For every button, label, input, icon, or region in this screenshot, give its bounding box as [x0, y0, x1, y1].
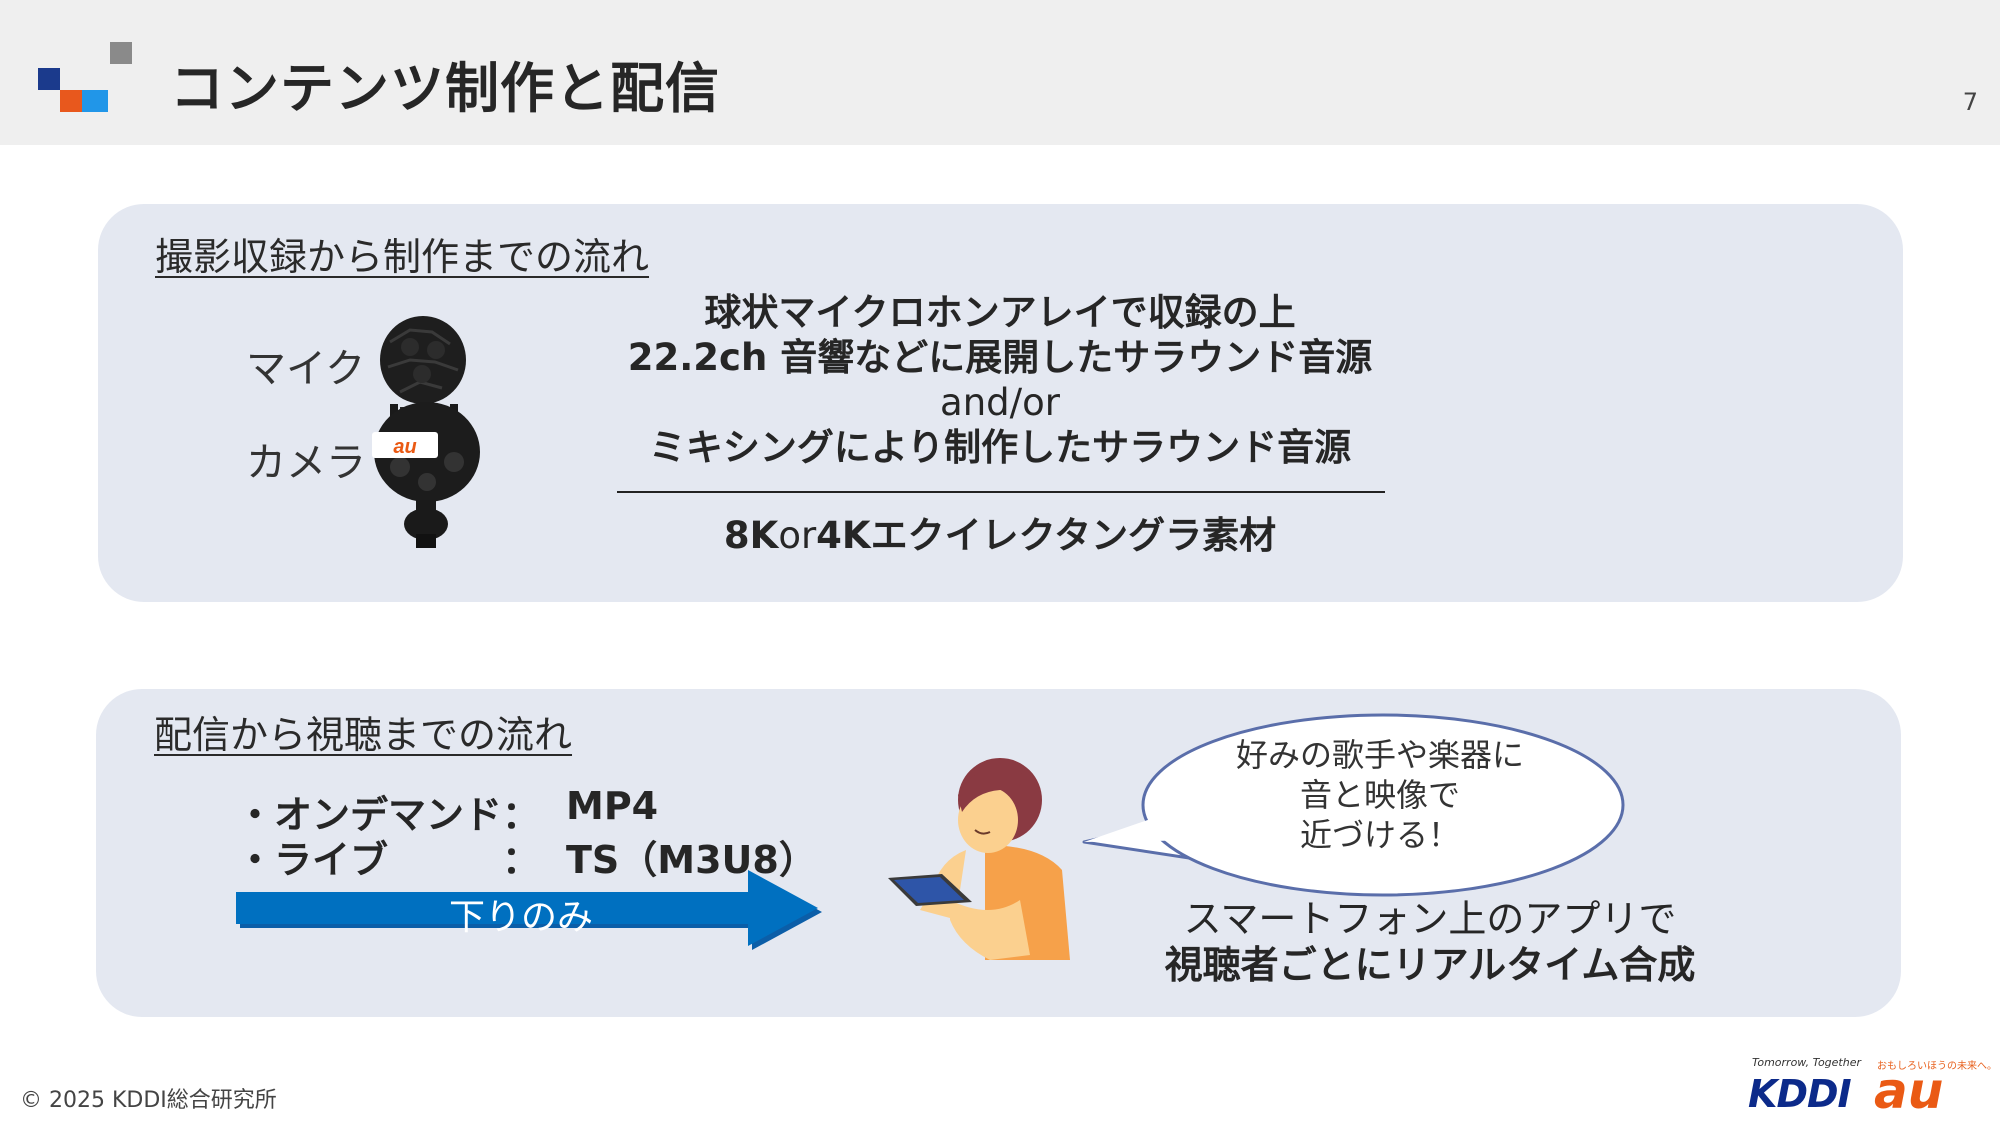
- au-tagline: おもしろいほうの未来へ。: [1877, 1061, 1997, 1072]
- surround-source-description: 球状マイクロホンアレイで収録の上 22.2ch 音響などに展開したサラウンド音源…: [600, 290, 1400, 470]
- delivery-row-on-demand: ・オンデマンド： MP4: [236, 784, 658, 839]
- delivery-value-live: TS（M3U8）: [566, 838, 817, 882]
- section-title-recording: 撮影収録から制作までの流れ: [155, 235, 650, 279]
- delivery-label-on-demand: ・オンデマンド：: [236, 793, 541, 837]
- bubble-line-1: 好みの歌手や楽器に: [1235, 736, 1524, 774]
- delivery-label-live: ・ライブ ：: [236, 838, 541, 882]
- flow-line-2: 22.2ch 音響などに展開したサラウンド音源: [627, 336, 1373, 379]
- app-line-2: 視聴者ごとにリアルタイム合成: [1164, 943, 1696, 987]
- camera-au-sticker: au: [393, 436, 416, 458]
- page-title: コンテンツ制作と配信: [170, 57, 720, 120]
- viewer-person-icon: [888, 758, 1070, 960]
- recording-flow-panel: [98, 204, 1903, 602]
- video-material-text: 8Kor4Kエクイレクタングラ素材: [600, 505, 1400, 559]
- flow-line-4: ミキシングにより制作したサラウンド音源: [648, 426, 1352, 469]
- smartphone-app-description: スマートフォン上のアプリで 視聴者ごとにリアルタイム合成: [1120, 896, 1740, 988]
- copyright-text: © 2025 KDDI総合研究所: [20, 1088, 277, 1113]
- mic-label: マイク: [246, 346, 366, 392]
- microphone-camera-device-icon: au: [370, 312, 480, 548]
- app-line-1: スマートフォン上のアプリで: [1183, 897, 1677, 941]
- material-8k: 8K: [723, 514, 779, 557]
- kddi-logo: KDDI: [1748, 1072, 1852, 1116]
- section-title-delivery: 配信から視聴までの流れ: [154, 713, 573, 757]
- divider-line: [617, 491, 1385, 493]
- camera-label: カメラ: [246, 440, 366, 486]
- bubble-line-2: 音と映像で: [1299, 776, 1460, 814]
- delivery-value-on-demand: MP4: [566, 784, 659, 828]
- downlink-arrow-icon: [236, 870, 822, 950]
- material-or: or: [778, 514, 817, 557]
- page-number: 7: [1962, 88, 1978, 116]
- bubble-line-3: 近づける！: [1299, 816, 1460, 854]
- arrow-label: 下りのみ: [448, 897, 593, 938]
- delivery-row-live: ・ライブ ： TS（M3U8）: [236, 829, 817, 884]
- flow-line-3: and/or: [940, 381, 1060, 424]
- au-logo: au: [1874, 1062, 1944, 1120]
- corporate-logo-icon: [38, 40, 138, 115]
- flow-line-1: 球状マイクロホンアレイで収録の上: [704, 291, 1296, 334]
- speech-bubble-icon: [1082, 713, 1625, 897]
- kddi-tagline: Tomorrow, Together: [1752, 1056, 1862, 1069]
- header-bar: コンテンツ制作と配信 7: [0, 0, 2000, 145]
- speech-bubble-text: 好みの歌手や楽器に 音と映像で 近づける！: [1195, 735, 1565, 855]
- material-4k: 4Kエクイレクタングラ素材: [816, 514, 1277, 557]
